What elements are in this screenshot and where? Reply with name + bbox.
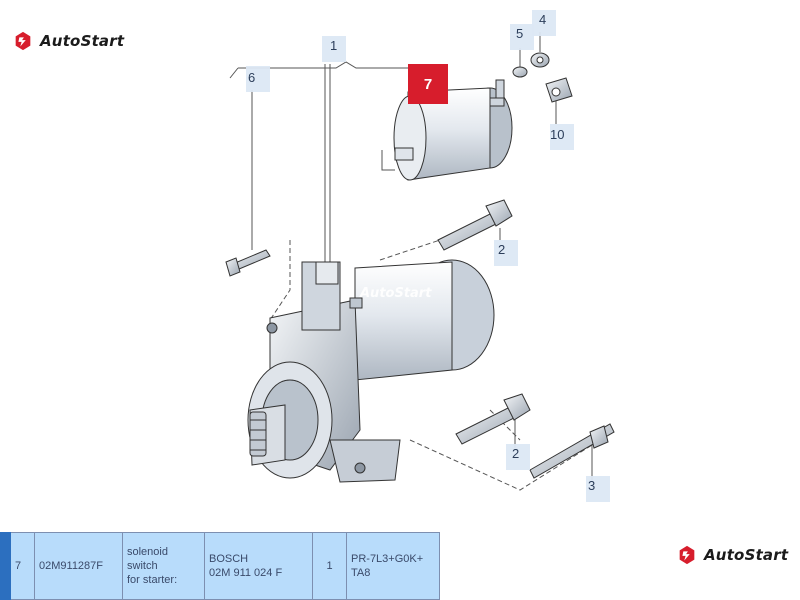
cell-quantity: 1 <box>312 532 347 600</box>
callout-2b-bg <box>506 444 530 470</box>
description-line: for starter: <box>127 574 178 586</box>
callout-4[interactable]: 4 <box>539 12 547 27</box>
callout-2-bg <box>494 240 518 266</box>
callout-4-bg <box>532 10 556 36</box>
cell-notes: PR-7L3+G0K+ TA8 <box>346 532 440 600</box>
autostart-logo-icon <box>679 545 695 565</box>
small-parts <box>512 52 573 103</box>
callout-10[interactable]: 10 <box>550 127 565 142</box>
callout-6-bg <box>246 66 270 92</box>
starter-exploded-diagram <box>225 32 615 491</box>
diagram-watermark: AutoStart <box>360 286 432 301</box>
autostart-logo[interactable]: AutoStart <box>12 30 124 52</box>
manufacturer: BOSCH <box>209 553 249 565</box>
table-row[interactable]: 7 02M911287F solenoid switch for starter… <box>0 532 440 600</box>
leader-lines <box>229 32 601 491</box>
starter-motor <box>247 259 495 483</box>
callout-2-upper[interactable]: 2 <box>498 242 506 257</box>
callout-5[interactable]: 5 <box>516 26 524 41</box>
callout-1-bg <box>322 36 346 62</box>
cell-description: solenoid switch for starter: <box>122 532 205 600</box>
screw <box>225 249 271 277</box>
description-line: solenoid <box>127 546 168 558</box>
autostart-logo-icon <box>15 31 31 51</box>
logo-text: AutoStart <box>40 32 125 50</box>
row-selected-marker <box>0 532 11 600</box>
callout-6[interactable]: 6 <box>248 70 256 85</box>
parts-table: 7 02M911287F solenoid switch for starter… <box>0 532 440 600</box>
logo-text: AutoStart <box>704 546 789 564</box>
solenoid-switch <box>393 79 513 181</box>
callout-2-lower[interactable]: 2 <box>512 446 520 461</box>
callout-3[interactable]: 3 <box>588 478 596 493</box>
bolt-upper <box>437 199 513 251</box>
oem-number: 02M 911 024 F <box>209 567 283 579</box>
callout-7-highlighted[interactable]: 7 <box>408 64 448 104</box>
autostart-logo-footer[interactable]: AutoStart <box>676 544 788 566</box>
callout-3-bg <box>586 476 610 502</box>
callout-1[interactable]: 1 <box>330 38 338 53</box>
callout-5-bg <box>510 24 534 50</box>
description-line: switch <box>127 560 158 572</box>
pinion-gear <box>249 411 267 457</box>
cell-position: 7 <box>10 532 35 600</box>
cell-part-number[interactable]: 02M911287F <box>34 532 123 600</box>
bolt-lower <box>455 393 531 445</box>
callout-10-bg <box>550 124 574 150</box>
stud-bolt <box>529 423 615 479</box>
cell-brand: BOSCH 02M 911 024 F <box>204 532 313 600</box>
